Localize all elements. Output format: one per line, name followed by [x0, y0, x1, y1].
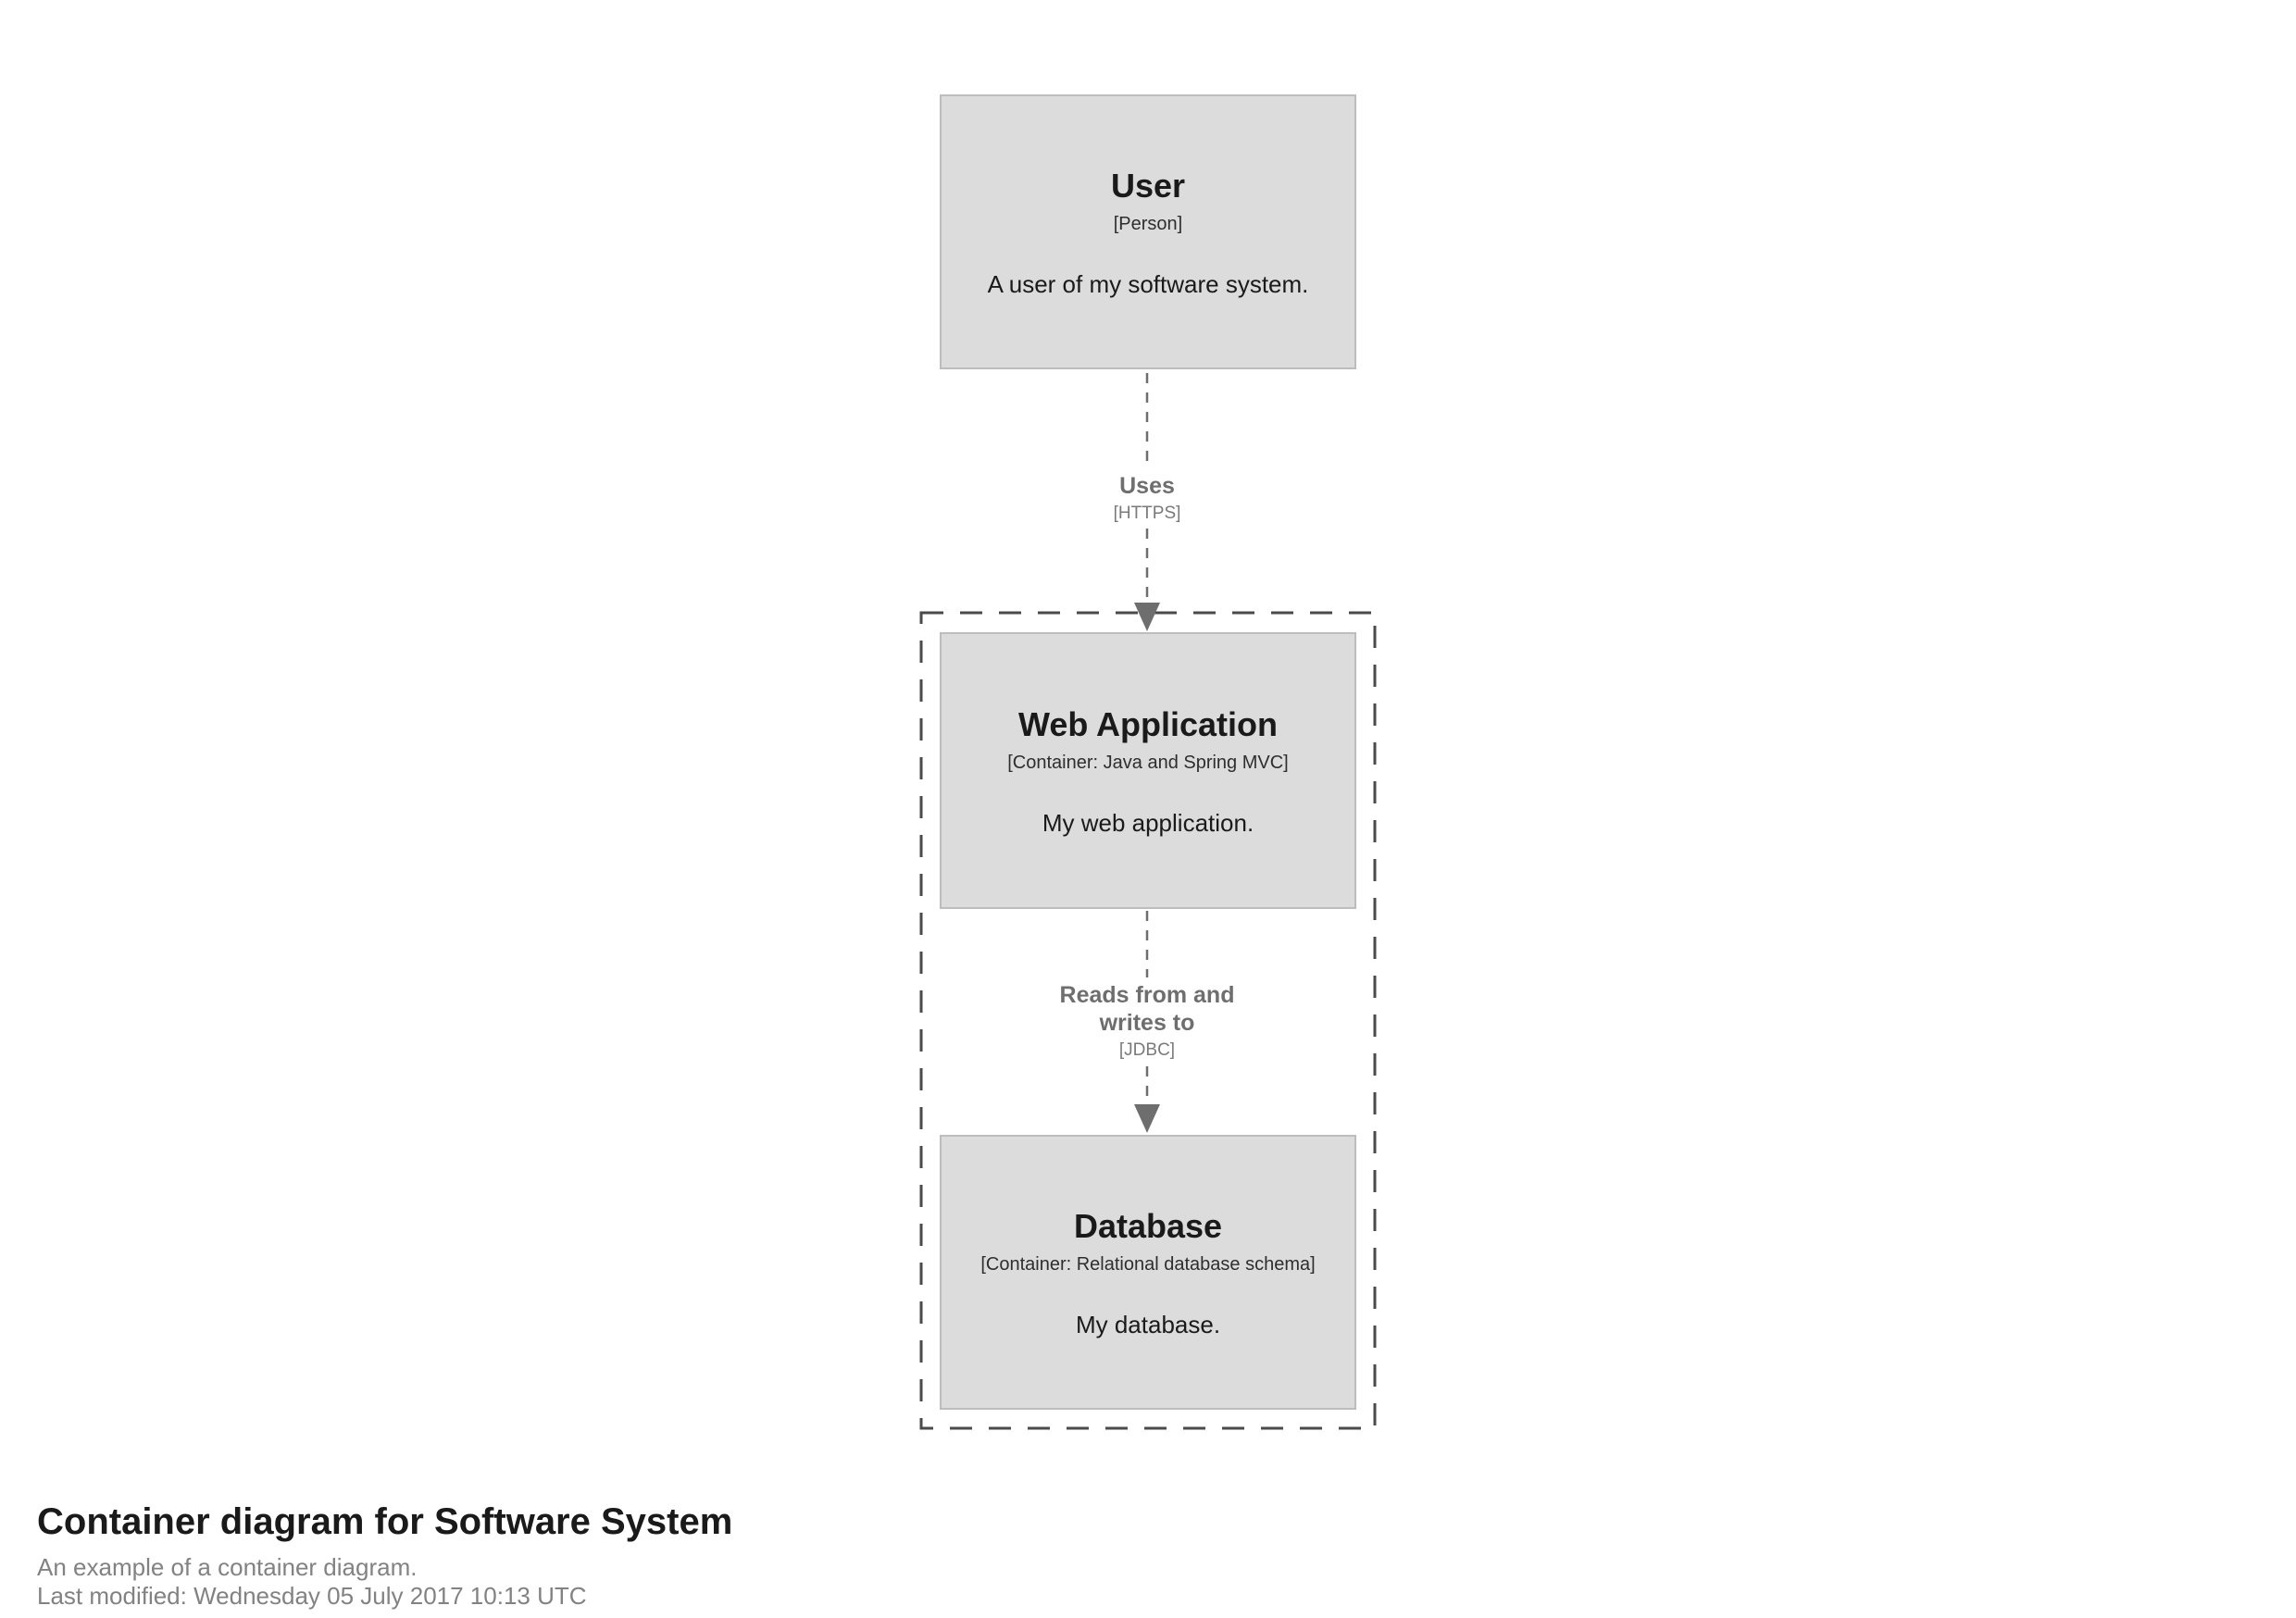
diagram-last-modified: Last modified: Wednesday 05 July 2017 10…	[37, 1582, 587, 1610]
element-description: My web application.	[1042, 808, 1254, 837]
element-name: User	[1110, 166, 1186, 205]
relationship-2-label: Reads from and writes to [JDBC]	[1022, 977, 1272, 1065]
element-metadata: [Container: Java and Spring MVC]	[1007, 752, 1289, 773]
element-database[interactable]: Database [Container: Relational database…	[940, 1135, 1356, 1410]
element-name: Database	[1073, 1206, 1223, 1245]
element-metadata: [Container: Relational database schema]	[980, 1253, 1316, 1275]
relationship-1-arrowhead	[1134, 603, 1160, 631]
software-system-boundary	[919, 611, 1377, 1430]
relationship-description: Reads from and writes to	[1059, 982, 1235, 1036]
diagram-subtitle: An example of a container diagram.	[37, 1553, 418, 1581]
relationship-technology: [HTTPS]	[1113, 504, 1181, 523]
diagram-title: Container diagram for Software System	[37, 1501, 733, 1542]
relationship-description: Uses	[1119, 473, 1175, 499]
relationship-1-label: Uses [HTTPS]	[1104, 468, 1191, 529]
relationship-technology: [JDBC]	[1118, 1040, 1176, 1060]
diagram-title-block: Container diagram for Software System An…	[37, 1500, 732, 1611]
element-user[interactable]: User [Person] A user of my software syst…	[940, 94, 1356, 369]
element-metadata: [Person]	[1113, 213, 1183, 234]
element-description: A user of my software system.	[987, 269, 1309, 298]
element-web-application[interactable]: Web Application [Container: Java and Spr…	[940, 632, 1356, 909]
relationship-2-arrowhead	[1134, 1104, 1160, 1133]
element-name: Web Application	[1017, 704, 1278, 743]
element-description: My database.	[1075, 1310, 1221, 1338]
